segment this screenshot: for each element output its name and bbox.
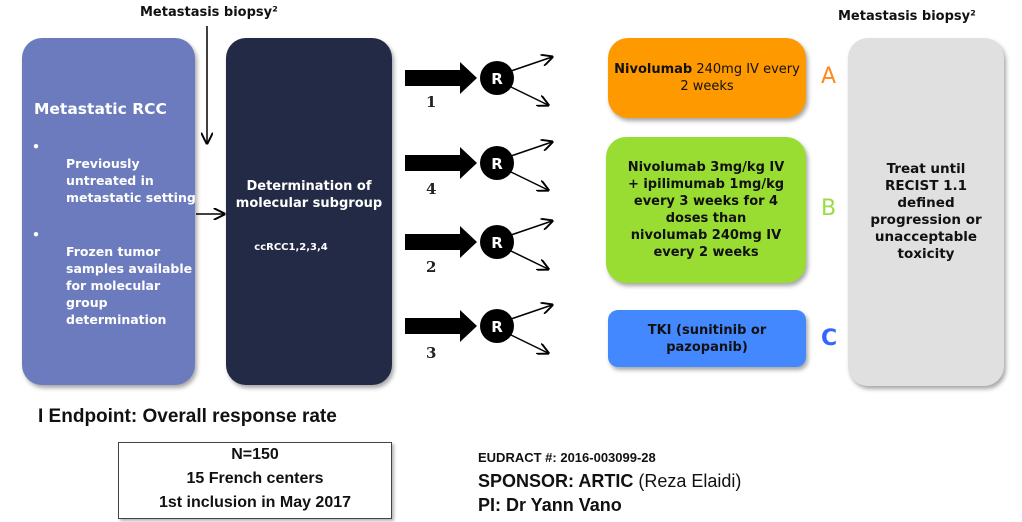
treat-until-text: Treat until RECIST 1.1 defined progressi…	[870, 161, 982, 262]
randomization-circle	[480, 61, 514, 95]
branch-arrow	[510, 334, 548, 353]
endpoint-text: I Endpoint: Overall response rate	[38, 406, 337, 427]
sample-size: N=150	[231, 446, 279, 463]
biopsy-label-left: Metastasis biopsy²	[140, 5, 278, 20]
randomization-label: R	[491, 155, 503, 173]
treat-until-box: Treat until RECIST 1.1 defined progressi…	[848, 38, 1004, 386]
branch-arrow	[510, 221, 552, 236]
subgroup-number: 4	[426, 180, 437, 198]
biopsy-label-right: Metastasis biopsy²	[838, 9, 976, 24]
bullet-item: •Previously untreated in metastatic sett…	[32, 139, 196, 205]
sponsor: SPONSOR: ARTIC (Reza Elaidi)	[478, 471, 742, 491]
randomization-circle	[480, 225, 514, 259]
branch-arrow	[510, 86, 548, 105]
arm-c-box: TKI (sunitinib or pazopanib)	[608, 310, 806, 367]
population-title: Metastatic RCC	[34, 100, 167, 118]
randomization-circle	[480, 309, 514, 343]
randomization-label: R	[491, 234, 503, 252]
arm-c-letter: C	[821, 326, 838, 351]
principal-investigator: PI: Dr Yann Vano	[478, 495, 622, 515]
eudract: EUDRACT #: 2016-003099-28	[478, 450, 656, 465]
flow-arrows: R R R R	[196, 26, 1022, 400]
subgroup-number: 3	[426, 344, 437, 362]
molecular-box: Determination of molecular subgroup ccRC…	[226, 38, 392, 385]
arm-b-text: Nivolumab 3mg/kg IV + ipilimumab 1mg/kg …	[627, 160, 785, 260]
subgroup-number: 1	[426, 93, 437, 111]
molecular-title: Determination of molecular subgroup	[235, 179, 383, 211]
branch-arrow	[510, 305, 552, 320]
thick-arrow	[405, 147, 477, 179]
bullet-item: •Frozen tumor samples available for mole…	[32, 227, 193, 327]
subgroup-number: 2	[426, 258, 437, 276]
arm-a-box: Nivolumab 240mg IV every 2 weeks	[608, 38, 806, 118]
study-info-box: N=150 15 French centers 1st inclusion in…	[118, 442, 392, 519]
thick-arrow	[405, 310, 477, 342]
centers: 15 French centers	[186, 470, 324, 487]
first-inclusion: 1st inclusion in May 2017	[158, 494, 352, 511]
arm-a-letter: A	[821, 64, 837, 89]
thick-arrow	[405, 226, 477, 258]
arm-c-text: TKI (sunitinib or pazopanib)	[647, 322, 767, 355]
population-box: Metastatic RCC •Previously untreated in …	[22, 38, 196, 385]
arm-b-letter: B	[821, 196, 837, 221]
branch-arrow	[510, 250, 548, 269]
molecular-subgroups: ccRCC1,2,3,4	[254, 242, 328, 253]
thick-arrow	[405, 62, 477, 94]
branch-arrow	[510, 57, 552, 72]
arm-a-dose: 240mg IV every 2 weeks	[680, 62, 800, 94]
randomization-label: R	[491, 70, 503, 88]
randomization-label: R	[491, 318, 503, 336]
arm-b-box: Nivolumab 3mg/kg IV + ipilimumab 1mg/kg …	[606, 137, 806, 283]
branch-arrow	[510, 171, 548, 190]
arm-a-drug: Nivolumab	[614, 62, 693, 77]
branch-arrow	[510, 142, 552, 157]
randomization-circle	[480, 146, 514, 180]
